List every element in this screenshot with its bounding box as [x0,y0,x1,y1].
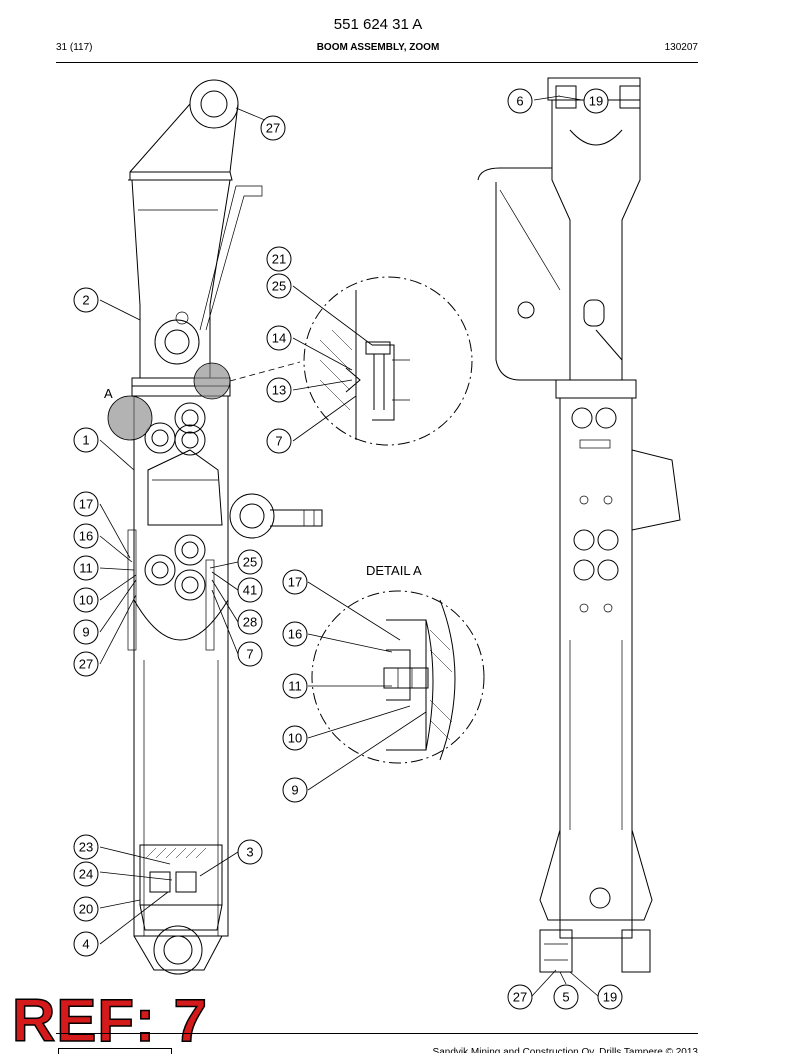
svg-text:3: 3 [246,845,253,860]
svg-text:28: 28 [243,615,257,630]
callout-27-left: 27 [73,651,99,677]
callout-23: 23 [73,834,99,860]
callout-13: 13 [266,377,292,403]
svg-text:7: 7 [275,434,282,449]
detail-13-view [303,276,473,446]
callout-28: 28 [237,609,263,635]
svg-text:11: 11 [79,561,93,576]
svg-text:16: 16 [79,529,93,544]
callout-19-top: 19 [583,88,609,114]
callout-11-detail-a: 11 [282,673,308,699]
svg-text:9: 9 [291,783,298,798]
svg-text:1: 1 [82,433,89,448]
svg-text:17: 17 [288,575,302,590]
svg-text:41: 41 [243,583,257,598]
svg-text:19: 19 [589,94,603,109]
svg-text:24: 24 [79,867,93,882]
callout-25-detail: 25 [266,273,292,299]
right-boom-view [477,77,681,973]
detail-title: DETAIL A [366,563,422,578]
svg-text:19: 19 [603,990,617,1005]
stamp-logo-fragment [58,1048,172,1054]
callout-7-left: 7 [237,641,263,667]
svg-text:11: 11 [288,679,302,694]
svg-text:25: 25 [243,555,257,570]
callout-17-detail-a: 17 [282,569,308,595]
svg-text:27: 27 [266,121,280,136]
callout-19-bottom: 19 [597,984,623,1010]
svg-text:21: 21 [272,252,286,267]
callout-4: 4 [73,931,99,957]
callout-7-detail: 7 [266,428,292,454]
svg-text:7: 7 [246,647,253,662]
callout-41: 41 [237,577,263,603]
footer-copyright: Sandvik Mining and Construction Oy, Dril… [432,1047,698,1053]
date-code: 130207 [664,42,698,53]
left-boom-view [107,79,323,975]
callout-1: 1 [73,427,99,453]
page-reference: 31 (117) [56,42,93,53]
svg-text:20: 20 [79,902,93,917]
svg-text:27: 27 [513,990,527,1005]
callout-11-left: 11 [73,555,99,581]
callout-24: 24 [73,861,99,887]
detail-a-view: DETAIL A [311,563,485,764]
svg-text:23: 23 [79,840,93,855]
svg-text:9: 9 [82,625,89,640]
callout-5: 5 [553,984,579,1010]
callout-10-left: 10 [73,587,99,613]
callout-14: 14 [266,325,292,351]
callout-27-top: 27 [260,115,286,141]
svg-text:16: 16 [288,627,302,642]
svg-text:5: 5 [562,990,569,1005]
callout-21: 21 [266,246,292,272]
callout-16-detail-a: 16 [282,621,308,647]
svg-text:2: 2 [82,293,89,308]
svg-text:17: 17 [79,497,93,512]
svg-text:6: 6 [516,94,523,109]
page-title: BOOM ASSEMBLY, ZOOM [316,42,440,53]
svg-text:13: 13 [272,383,286,398]
callout-6: 6 [507,88,533,114]
section-marker-a: A [104,386,113,401]
callout-10-detail-a: 10 [282,725,308,751]
callout-9-left: 9 [73,619,99,645]
footer-rule [56,1033,698,1034]
ref-stamp: REF: 7 [11,986,209,1055]
callout-27-bottom: 27 [507,984,533,1010]
callout-20: 20 [73,896,99,922]
callout-2: 2 [73,287,99,313]
callout-9-detail-a: 9 [282,777,308,803]
svg-text:14: 14 [272,331,286,346]
svg-text:27: 27 [79,657,93,672]
document-number: 551 624 31 A [333,16,423,33]
svg-text:10: 10 [288,731,302,746]
header-rule [56,62,698,63]
callout-25-left: 25 [237,549,263,575]
callout-16-left: 16 [73,523,99,549]
svg-text:4: 4 [82,937,89,952]
svg-text:10: 10 [79,593,93,608]
callout-3: 3 [237,839,263,865]
svg-text:25: 25 [272,279,286,294]
callout-17-left: 17 [73,491,99,517]
leader-lines [99,95,599,997]
